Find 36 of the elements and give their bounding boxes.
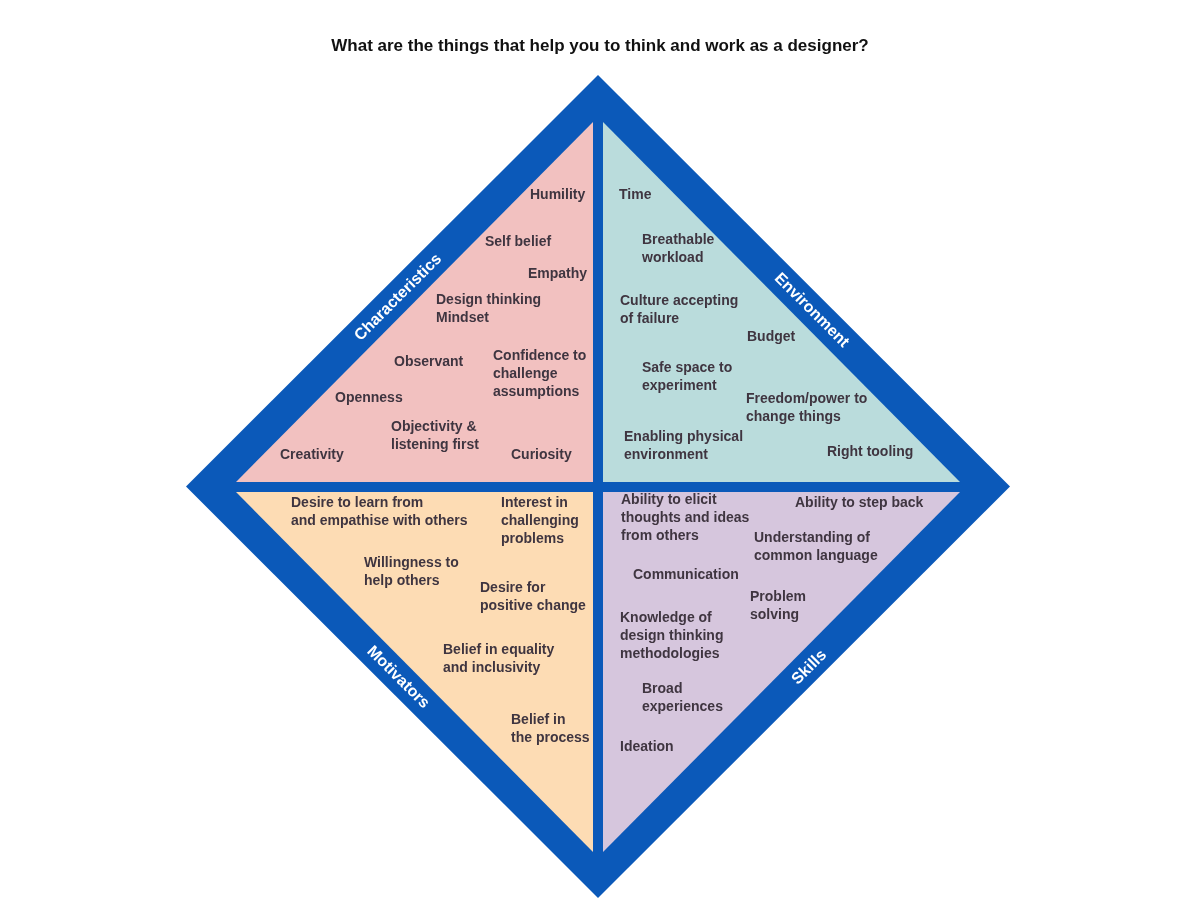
factor-text: Creativity [280, 445, 344, 463]
factor-text: Safe space to experiment [642, 358, 733, 394]
factor-text: Broad experiences [642, 679, 723, 715]
factor-text: Empathy [528, 264, 588, 282]
quadrant-triangle [603, 492, 960, 852]
factor-text: Confidence to challenge assumptions [493, 346, 587, 400]
quadrant-triangle [236, 122, 593, 482]
factor-text: Communication [633, 565, 739, 583]
factor-text: Interest in challenging problems [501, 493, 579, 547]
factor-text: Desire to learn from and empathise with others [291, 493, 468, 529]
factor-text: Culture accepting of failure [620, 291, 739, 327]
factor-text: Observant [394, 352, 464, 370]
factor-text: Openness [335, 388, 403, 406]
factor-text: Desire for positive change [480, 578, 586, 614]
factor-text: Humility [530, 185, 586, 203]
factor-text: Understanding of common language [754, 528, 878, 564]
diamond-frame [186, 75, 1010, 898]
factor-text: Belief in equality and inclusivity [443, 640, 555, 676]
factor-text: Breathable workload [642, 230, 715, 266]
factor-text: Problem solving [750, 587, 806, 623]
factor-text: Enabling physical environment [624, 427, 744, 463]
diagram-title: What are the things that help you to think and work as a designer? [330, 36, 870, 56]
factor-text: Objectivity & listening first [391, 417, 479, 453]
factor-text: Self belief [485, 232, 552, 250]
factor-text: Willingness to help others [364, 553, 459, 589]
factor-text: Time [619, 185, 652, 203]
factor-text: Freedom/power to change things [746, 389, 868, 425]
factor-text: Ability to elicit thoughts and ideas from others [621, 490, 750, 544]
factor-text: Ideation [620, 737, 674, 755]
factor-text: Knowledge of design thinking methodologies [620, 608, 724, 662]
factor-text: Curiosity [511, 445, 572, 463]
quadrant-triangle [236, 492, 593, 852]
factor-text: Belief in the process [511, 710, 590, 746]
factor-text: Ability to step back [795, 493, 924, 511]
factor-text: Right tooling [827, 442, 914, 460]
quadrant-triangle [603, 122, 960, 482]
